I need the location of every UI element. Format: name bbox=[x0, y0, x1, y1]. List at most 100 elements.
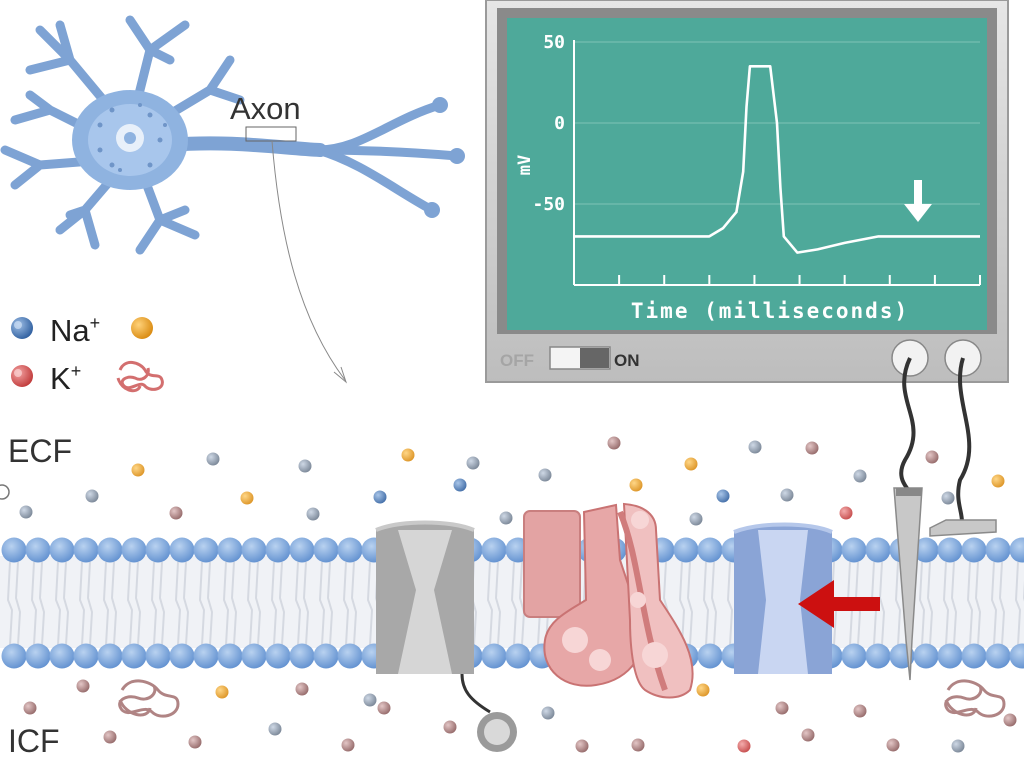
phospholipid-head bbox=[193, 643, 219, 669]
ion-particle bbox=[538, 468, 552, 482]
ion-particle bbox=[23, 701, 37, 715]
ion-particle bbox=[306, 507, 320, 521]
ion-particle bbox=[341, 738, 355, 752]
oscilloscope-screen bbox=[507, 18, 987, 330]
phospholipid-head bbox=[49, 643, 75, 669]
y-axis-label: mV bbox=[515, 155, 535, 175]
phospholipid-head bbox=[865, 643, 891, 669]
sodium-potassium-pump bbox=[523, 502, 694, 699]
partial-ion-outline bbox=[0, 484, 10, 500]
phospholipid-head bbox=[337, 643, 363, 669]
power-switch[interactable] bbox=[549, 346, 611, 370]
ion-particle bbox=[240, 491, 254, 505]
ion-particle bbox=[737, 739, 751, 753]
ion-particle bbox=[631, 738, 645, 752]
ion-particle bbox=[295, 682, 309, 696]
y-tick-label: -50 bbox=[532, 194, 565, 215]
phospholipid-head bbox=[241, 537, 267, 563]
phospholipid-head bbox=[505, 643, 531, 669]
ion-particle bbox=[76, 679, 90, 693]
phospholipid-head bbox=[1009, 643, 1024, 669]
axon-highlight-box bbox=[245, 126, 297, 142]
phospholipid-head bbox=[913, 537, 939, 563]
phospholipid-head bbox=[937, 643, 963, 669]
phospholipid-head bbox=[265, 643, 291, 669]
ion-particle bbox=[886, 738, 900, 752]
ion-particle bbox=[19, 505, 33, 519]
ion-particle bbox=[268, 722, 282, 736]
ion-particle bbox=[805, 441, 819, 455]
orange-ion-icon bbox=[131, 317, 153, 339]
ion-particle bbox=[1003, 713, 1017, 727]
ion-particle bbox=[499, 511, 513, 525]
ion-particle bbox=[215, 685, 229, 699]
down-arrow-annotation bbox=[904, 180, 932, 222]
ion-particle bbox=[206, 452, 220, 466]
icf-label: ICF bbox=[8, 723, 60, 758]
phospholipid-head bbox=[1, 643, 27, 669]
phospholipid-head bbox=[697, 537, 723, 563]
ion-particle bbox=[775, 701, 789, 715]
ion-channel-blue bbox=[733, 522, 833, 674]
gated-channel-grey bbox=[375, 520, 517, 752]
ion-particle bbox=[541, 706, 555, 720]
ion-particle bbox=[401, 448, 415, 462]
phospholipid-head bbox=[1009, 537, 1024, 563]
axon-label: Axon bbox=[230, 91, 301, 126]
reference-electrode bbox=[929, 519, 997, 537]
ion-particle bbox=[716, 489, 730, 503]
ion-particle bbox=[575, 739, 589, 753]
phospholipid-head bbox=[481, 537, 507, 563]
phospholipid-head bbox=[145, 643, 171, 669]
phospholipid-head bbox=[97, 643, 123, 669]
phospholipid-head bbox=[73, 537, 99, 563]
ion-particle bbox=[780, 488, 794, 502]
ion-particle bbox=[298, 459, 312, 473]
neuron-illustration: Axon bbox=[0, 15, 465, 384]
phospholipid-head bbox=[841, 643, 867, 669]
phospholipid-head bbox=[841, 537, 867, 563]
ion-particle bbox=[991, 474, 1005, 488]
probe-wire-left bbox=[899, 357, 916, 491]
phospholipid-head bbox=[217, 643, 243, 669]
ion-particle bbox=[839, 506, 853, 520]
ion-particle bbox=[377, 701, 391, 715]
ion-particle bbox=[951, 739, 965, 753]
ion-particle bbox=[103, 730, 117, 744]
recording-electrode bbox=[893, 487, 923, 681]
ion-particle bbox=[853, 469, 867, 483]
protein-icon bbox=[116, 361, 164, 393]
phospholipid-head bbox=[985, 643, 1011, 669]
phospholipid-head bbox=[289, 537, 315, 563]
legend-label-sodium: Na+ bbox=[50, 313, 100, 348]
phospholipid-head bbox=[25, 537, 51, 563]
zoom-arrow bbox=[271, 140, 346, 381]
ion-particle bbox=[188, 735, 202, 749]
protein-blob-left bbox=[118, 679, 180, 718]
oscilloscope-monitor: 500-50 mV Time (milliseconds) OFF ON bbox=[485, 0, 1009, 383]
flow-arrow-icon bbox=[798, 580, 880, 628]
ecf-label: ECF bbox=[8, 433, 72, 469]
ion-particle bbox=[131, 463, 145, 477]
ion-particle bbox=[853, 704, 867, 718]
action-potential-trace bbox=[574, 65, 980, 254]
phospholipid-head bbox=[961, 537, 987, 563]
ion-particle bbox=[466, 456, 480, 470]
ion-particle bbox=[689, 512, 703, 526]
phospholipid-head bbox=[481, 643, 507, 669]
phospholipid-head bbox=[289, 643, 315, 669]
phospholipid-head bbox=[97, 537, 123, 563]
phospholipid-head bbox=[673, 537, 699, 563]
phospholipid-head bbox=[169, 643, 195, 669]
ion-particle bbox=[85, 489, 99, 503]
phospholipid-head bbox=[697, 643, 723, 669]
x-axis-label: Time (milliseconds) bbox=[631, 299, 909, 323]
y-tick-label: 50 bbox=[543, 32, 565, 53]
ion-particle bbox=[801, 728, 815, 742]
phospholipid-head bbox=[121, 643, 147, 669]
phospholipid-head bbox=[337, 537, 363, 563]
phospholipid-head bbox=[145, 537, 171, 563]
ion-particle bbox=[443, 720, 457, 734]
phospholipid-head bbox=[1, 537, 27, 563]
